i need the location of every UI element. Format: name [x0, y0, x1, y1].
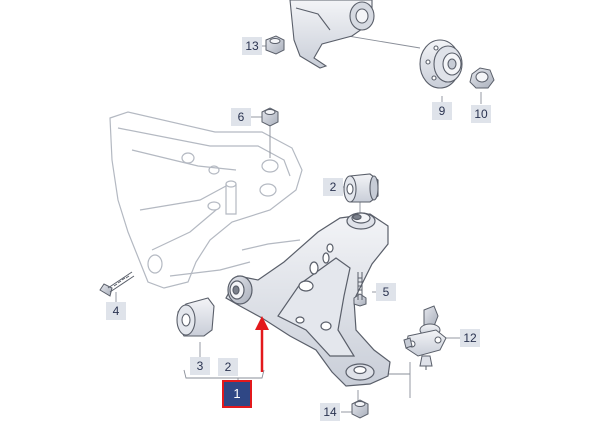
leader-lines	[115, 29, 482, 413]
callout-3: 3	[190, 357, 210, 375]
part-9-wheel-hub	[419, 39, 463, 89]
callout-12: 12	[460, 329, 480, 347]
callout-14: 14	[320, 403, 340, 421]
part-14-nut	[351, 399, 369, 419]
callout-13: 13	[242, 37, 262, 55]
part-13-nut	[265, 35, 285, 55]
part-5-bolt	[353, 272, 367, 307]
callout-10: 10	[471, 105, 491, 123]
callout-9: 9	[432, 102, 452, 120]
callout-2-rear-bushing: 2	[323, 178, 343, 196]
part-12-ball-joint	[403, 305, 447, 370]
part-4-bolt	[99, 271, 135, 297]
callout-1-highlighted: 1	[222, 380, 252, 408]
highlight-arrow	[255, 316, 269, 372]
lower-control-arm	[225, 212, 391, 387]
callout-6: 6	[231, 108, 251, 126]
part-2-rear-bushing	[343, 173, 379, 203]
part-6-nut	[261, 107, 279, 127]
subframe	[109, 111, 303, 289]
steering-knuckle	[289, 0, 375, 69]
callout-5: 5	[376, 283, 396, 301]
callout-2-lower: 2	[218, 358, 238, 376]
part-3-front-bushing	[176, 297, 215, 337]
callout-4: 4	[106, 302, 126, 320]
part-10-nut	[469, 67, 495, 89]
